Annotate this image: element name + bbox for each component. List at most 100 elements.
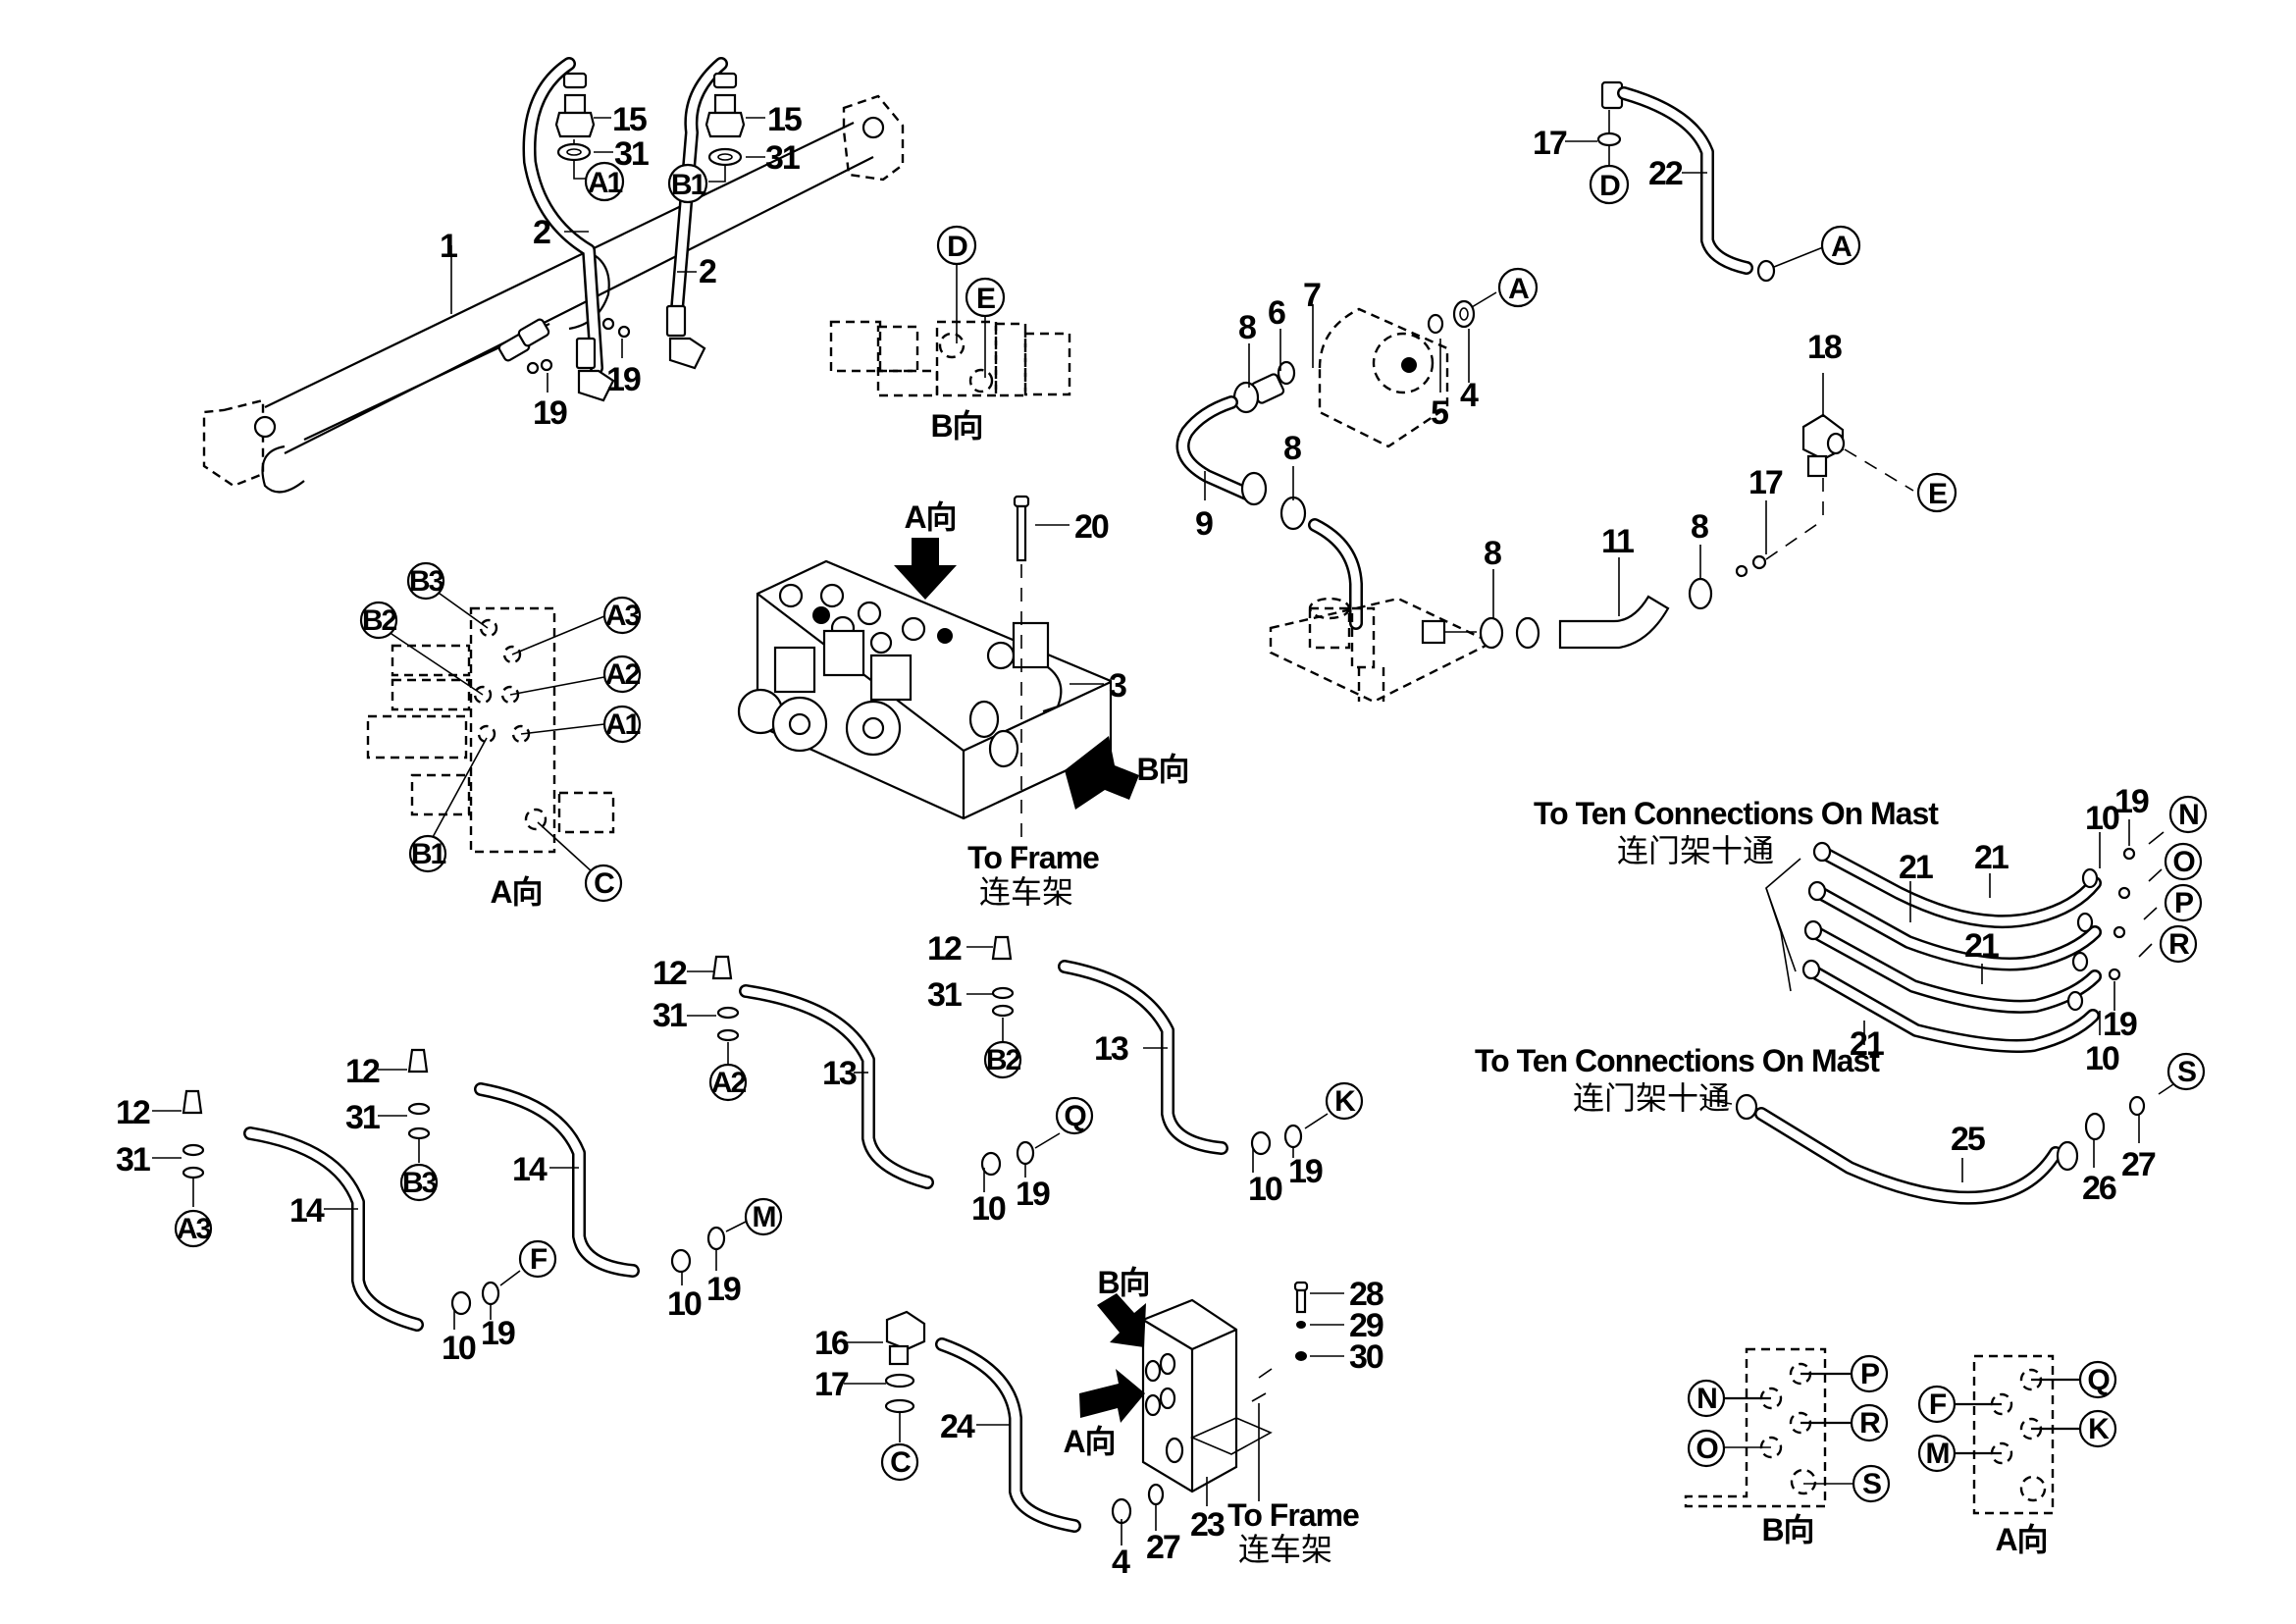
callout-10: 10 <box>971 1190 1006 1228</box>
port-label: B1 <box>671 169 706 201</box>
callout-14: 14 <box>289 1192 325 1230</box>
callout-19: 19 <box>481 1315 515 1352</box>
port-label: R <box>2168 928 2190 961</box>
port-label: A2 <box>711 1067 747 1099</box>
port-label: B3 <box>402 1167 438 1199</box>
port-bubble-b1: B1 <box>408 834 447 873</box>
callout-10: 10 <box>442 1330 476 1367</box>
port-bubble-f: F <box>518 1239 557 1279</box>
callout-31: 31 <box>345 1099 380 1136</box>
port-label: A1 <box>588 167 623 199</box>
mast-connection-label-cn: 连门架十通 <box>1617 833 1774 868</box>
port-bubble-a3: A3 <box>602 596 642 635</box>
port-label: R <box>1859 1407 1881 1440</box>
callout-10: 10 <box>2085 1040 2119 1077</box>
callout-17: 17 <box>1533 125 1567 162</box>
a-view-label: A向 <box>490 874 542 910</box>
callout-30: 30 <box>1349 1338 1383 1376</box>
callout-14: 14 <box>512 1151 548 1188</box>
port-label: N <box>1696 1383 1716 1415</box>
cylinder-assembly: 1 2 2 15 15 31 31 19 19 A1 B1 <box>202 57 905 494</box>
port-bubble-m: M <box>744 1197 783 1236</box>
port-bubble-n: N <box>1687 1379 1726 1418</box>
port-label: P <box>1860 1358 1879 1390</box>
to-frame-label: To Frame <box>967 840 1099 875</box>
port-label: E <box>976 283 995 315</box>
mast-hoses-21: To Ten Connections On Mast 连门架十通 21 21 2… <box>1534 783 2208 1077</box>
port-bubble-b3: B3 <box>406 561 445 601</box>
callout-25: 25 <box>1951 1121 1985 1158</box>
hose-13-b2-k: 12 31 13 10 19 B2 K <box>927 930 1364 1208</box>
callout-31: 31 <box>927 976 962 1014</box>
port-label: B3 <box>409 565 444 598</box>
callout-10: 10 <box>667 1285 702 1323</box>
callout-12: 12 <box>652 955 687 992</box>
callout-7: 7 <box>1303 277 1321 314</box>
callout-31: 31 <box>765 139 800 177</box>
port-label: S <box>1862 1468 1881 1500</box>
port-label: B1 <box>411 838 446 870</box>
callout-28: 28 <box>1349 1276 1383 1313</box>
port-bubble-e: E <box>1916 472 1957 513</box>
callout-15: 15 <box>612 101 647 138</box>
b-direction-arrow-label: B向 <box>1136 752 1188 787</box>
callout-19: 19 <box>1016 1176 1050 1213</box>
callout-19: 19 <box>1288 1153 1323 1190</box>
callout-4: 4 <box>1112 1544 1130 1581</box>
port-label: K <box>1334 1085 1356 1118</box>
callout-8: 8 <box>1484 535 1501 572</box>
mast-connection-label: To Ten Connections On Mast <box>1475 1043 1880 1078</box>
callout-17: 17 <box>814 1366 849 1403</box>
port-bubble-o: O <box>2164 842 2203 881</box>
callout-23: 23 <box>1190 1506 1225 1544</box>
callout-8: 8 <box>1691 508 1708 546</box>
port-label: A3 <box>177 1213 212 1245</box>
port-label: P <box>2174 887 2193 919</box>
port-bubble-d: D <box>1589 164 1630 205</box>
callout-27: 27 <box>2121 1146 2156 1183</box>
mast-connection-label-cn: 连门架十通 <box>1573 1080 1730 1116</box>
a-view-port-map: F M Q K A向 <box>1917 1354 2117 1557</box>
callout-1: 1 <box>440 228 457 265</box>
port-bubble-b1: B1 <box>667 163 707 204</box>
hose-14-a3-f: 12 31 14 10 19 A3 F <box>116 1089 557 1367</box>
to-frame-label-cn: 连车架 <box>979 874 1073 910</box>
callout-10: 10 <box>1248 1171 1282 1208</box>
port-bubble-o: O <box>1687 1429 1726 1468</box>
port-label: O <box>1696 1433 1718 1465</box>
callout-29: 29 <box>1349 1307 1383 1344</box>
port-label: C <box>594 867 614 900</box>
hose-22-assembly: 17 22 D A <box>1533 80 1861 283</box>
callout-16: 16 <box>814 1325 849 1362</box>
callout-19: 19 <box>2103 1006 2137 1043</box>
callout-31: 31 <box>652 997 687 1034</box>
callout-21: 21 <box>1899 849 1933 886</box>
to-frame-label: To Frame <box>1227 1497 1359 1533</box>
port-label: C <box>890 1446 911 1479</box>
port-bubble-c: C <box>880 1442 919 1482</box>
port-bubble-p: P <box>2164 883 2203 922</box>
b-direction-arrow-label: B向 <box>1097 1265 1149 1300</box>
callout-31: 31 <box>116 1141 150 1179</box>
port-label: B2 <box>986 1044 1021 1076</box>
callout-19: 19 <box>606 361 641 398</box>
callout-20: 20 <box>1074 508 1109 546</box>
callout-21: 21 <box>1850 1025 1884 1063</box>
port-bubble-e: E <box>965 277 1006 318</box>
a-view-valve-sketch: B3 B2 A3 A2 A1 B1 C A向 <box>359 561 642 910</box>
port-bubble-a1: A1 <box>584 161 624 202</box>
a-view-label: A向 <box>1995 1522 2047 1557</box>
hose-25-assembly: To Ten Connections On Mast 连门架十通 25 26 2… <box>1475 1043 2206 1207</box>
port-label: B2 <box>362 604 397 637</box>
callout-19: 19 <box>533 394 567 432</box>
port-bubble-a2: A2 <box>602 655 642 694</box>
callout-13: 13 <box>822 1055 857 1092</box>
port-label: A <box>1508 273 1529 305</box>
callout-21: 21 <box>1964 927 1999 965</box>
port-label: O <box>2172 846 2195 878</box>
callout-12: 12 <box>927 930 962 968</box>
b-view-label: B向 <box>930 408 982 444</box>
port-bubble-b3: B3 <box>399 1163 439 1202</box>
callout-19: 19 <box>706 1271 741 1308</box>
b-view-valve-sketch: D E B向 <box>829 225 1071 444</box>
